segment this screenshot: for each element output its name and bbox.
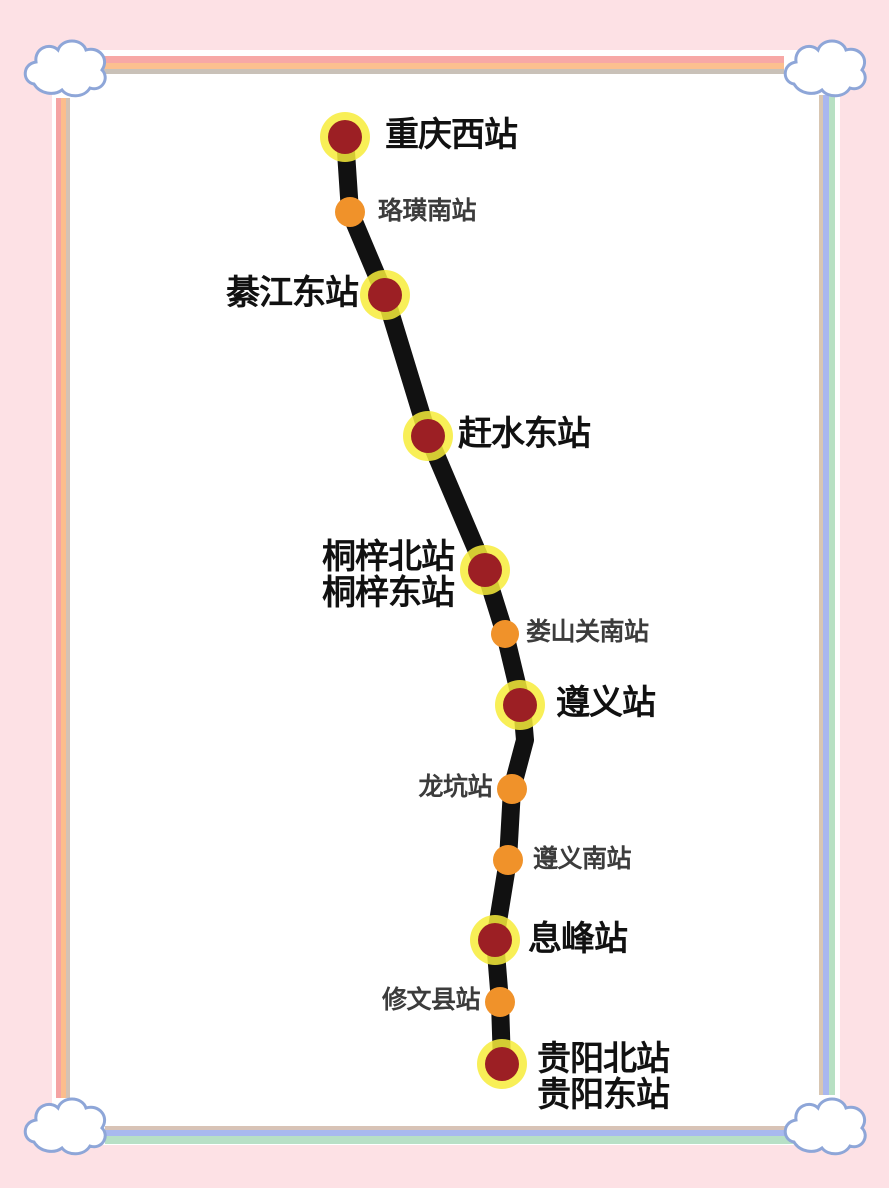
station-marker-zunyi[interactable] — [495, 680, 545, 730]
station-label-zunyi-south: 遵义南站 — [533, 844, 632, 873]
station-marker-xifeng[interactable] — [470, 915, 520, 965]
station-label-guiyang-north: 贵阳北站 — [537, 1039, 670, 1079]
cloud-icon — [23, 1097, 107, 1156]
station-marker-chongqing-west[interactable] — [320, 112, 370, 162]
rainbow-border-left — [56, 98, 70, 1098]
station-label-zunyi: 遵义站 — [556, 683, 656, 723]
station-label-xiuwen-county: 修文县站 — [381, 985, 481, 1014]
station-marker-zunyi-south[interactable] — [493, 845, 523, 875]
station-label-xifeng: 息峰站 — [528, 919, 628, 959]
cloud-icon — [783, 39, 867, 98]
station-label-ganshui-east: 赶水东站 — [458, 414, 591, 454]
station-label-tongzi-north: 桐梓北站 — [322, 537, 455, 577]
map-canvas — [72, 76, 817, 1124]
station-label-guiyang-east: 贵阳东站 — [537, 1074, 670, 1115]
cloud-icon — [23, 39, 107, 98]
station-marker-xiuwen-county[interactable] — [485, 987, 515, 1017]
rainbow-border-bottom — [105, 1126, 817, 1144]
station-label-tongzi-east: 桐梓东站 — [322, 572, 455, 613]
station-marker-longkeng[interactable] — [497, 774, 527, 804]
station-marker-tongzi[interactable] — [460, 545, 510, 595]
station-label-tongzi: 桐梓北站 桐梓东站 — [294, 537, 455, 613]
station-label-chongqing-west: 重庆西站 — [385, 115, 518, 155]
station-marker-qijiang-east[interactable] — [360, 270, 410, 320]
rainbow-border-top — [104, 56, 784, 74]
station-marker-loushanguan-south[interactable] — [491, 620, 519, 648]
cloud-icon — [783, 1097, 867, 1156]
station-label-qijiang-east: 綦江东站 — [226, 273, 359, 313]
station-marker-luohuang-south[interactable] — [335, 197, 365, 227]
station-label-guiyang: 贵阳北站 贵阳东站 — [537, 1039, 670, 1115]
station-label-loushanguan-south: 娄山关南站 — [526, 617, 649, 646]
rainbow-border-right — [819, 95, 835, 1095]
station-marker-guiyang[interactable] — [477, 1039, 527, 1089]
station-label-longkeng: 龙坑站 — [418, 772, 492, 801]
station-label-luohuang-south: 珞璜南站 — [378, 196, 477, 225]
station-marker-ganshui-east[interactable] — [403, 411, 453, 461]
